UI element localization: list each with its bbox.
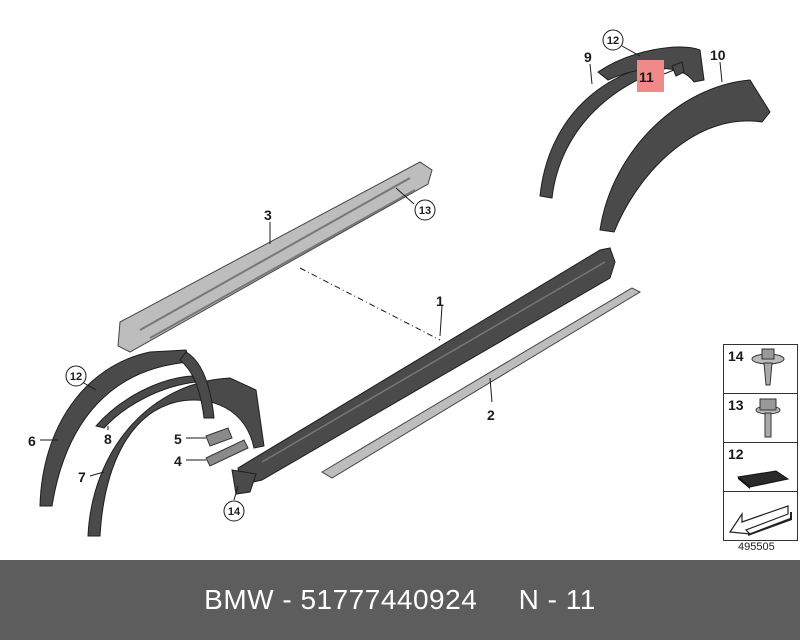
flange-nut-icon <box>751 348 785 386</box>
hex-bolt-icon <box>755 398 781 438</box>
legend-cell-13: 13 <box>723 393 798 443</box>
svg-text:14: 14 <box>228 506 241 518</box>
part-14-front-bracket <box>231 469 257 495</box>
part-2-trim-strip <box>321 287 642 479</box>
svg-text:12: 12 <box>607 35 619 47</box>
callout-6: 6 <box>28 433 36 449</box>
callout-8: 8 <box>104 431 112 447</box>
part-number-caption: BMW - 51777440924 N - 11 <box>204 584 596 615</box>
callout-14: 14 <box>223 500 245 522</box>
legend-number-14: 14 <box>728 348 744 364</box>
fastener-legend: 14 13 12 <box>723 344 798 541</box>
callout-4: 4 <box>174 453 182 469</box>
legend-cell-arrow <box>723 491 798 541</box>
callout-11-highlight <box>637 60 664 92</box>
callout-2: 2 <box>487 407 495 423</box>
part-11-clip <box>671 61 685 77</box>
callout-5: 5 <box>174 431 182 447</box>
callout-7: 7 <box>78 469 86 485</box>
svg-text:12: 12 <box>70 371 82 383</box>
part-7-front-wheel-arch <box>87 351 265 537</box>
adhesive-pad-icon <box>736 470 790 489</box>
svg-text:13: 13 <box>419 205 431 217</box>
part-3-sill-bracket <box>117 161 433 353</box>
part-1-side-sill-trim <box>237 247 616 486</box>
callout-1: 1 <box>436 293 444 309</box>
legend-number-12: 12 <box>728 446 744 462</box>
part-10-rear-wheel-arch <box>599 79 771 233</box>
diagram-reference-code: 495505 <box>738 541 775 553</box>
part-4-bracket <box>205 439 249 467</box>
legend-number-13: 13 <box>728 397 744 413</box>
callout-12-top: 12 <box>602 29 624 51</box>
callout-3: 3 <box>264 207 272 223</box>
part-6-front-arch-trim <box>39 349 191 507</box>
direction-arrow-icon <box>728 505 792 536</box>
footer-banner: BMW - 51777440924 N - 11 <box>0 560 800 640</box>
part-5-clip <box>205 427 233 447</box>
callout-13: 13 <box>414 199 436 221</box>
parts-diagram: 1 2 3 4 5 6 7 8 9 10 11 12 12 13 14 <box>28 29 771 537</box>
legend-cell-12: 12 <box>723 442 798 492</box>
legend-cell-14: 14 <box>723 344 798 394</box>
leader-lines <box>40 45 723 501</box>
callout-12-left: 12 <box>65 365 87 387</box>
callout-10: 10 <box>710 47 726 63</box>
callout-11: 11 <box>639 69 654 85</box>
callout-9: 9 <box>584 49 592 65</box>
